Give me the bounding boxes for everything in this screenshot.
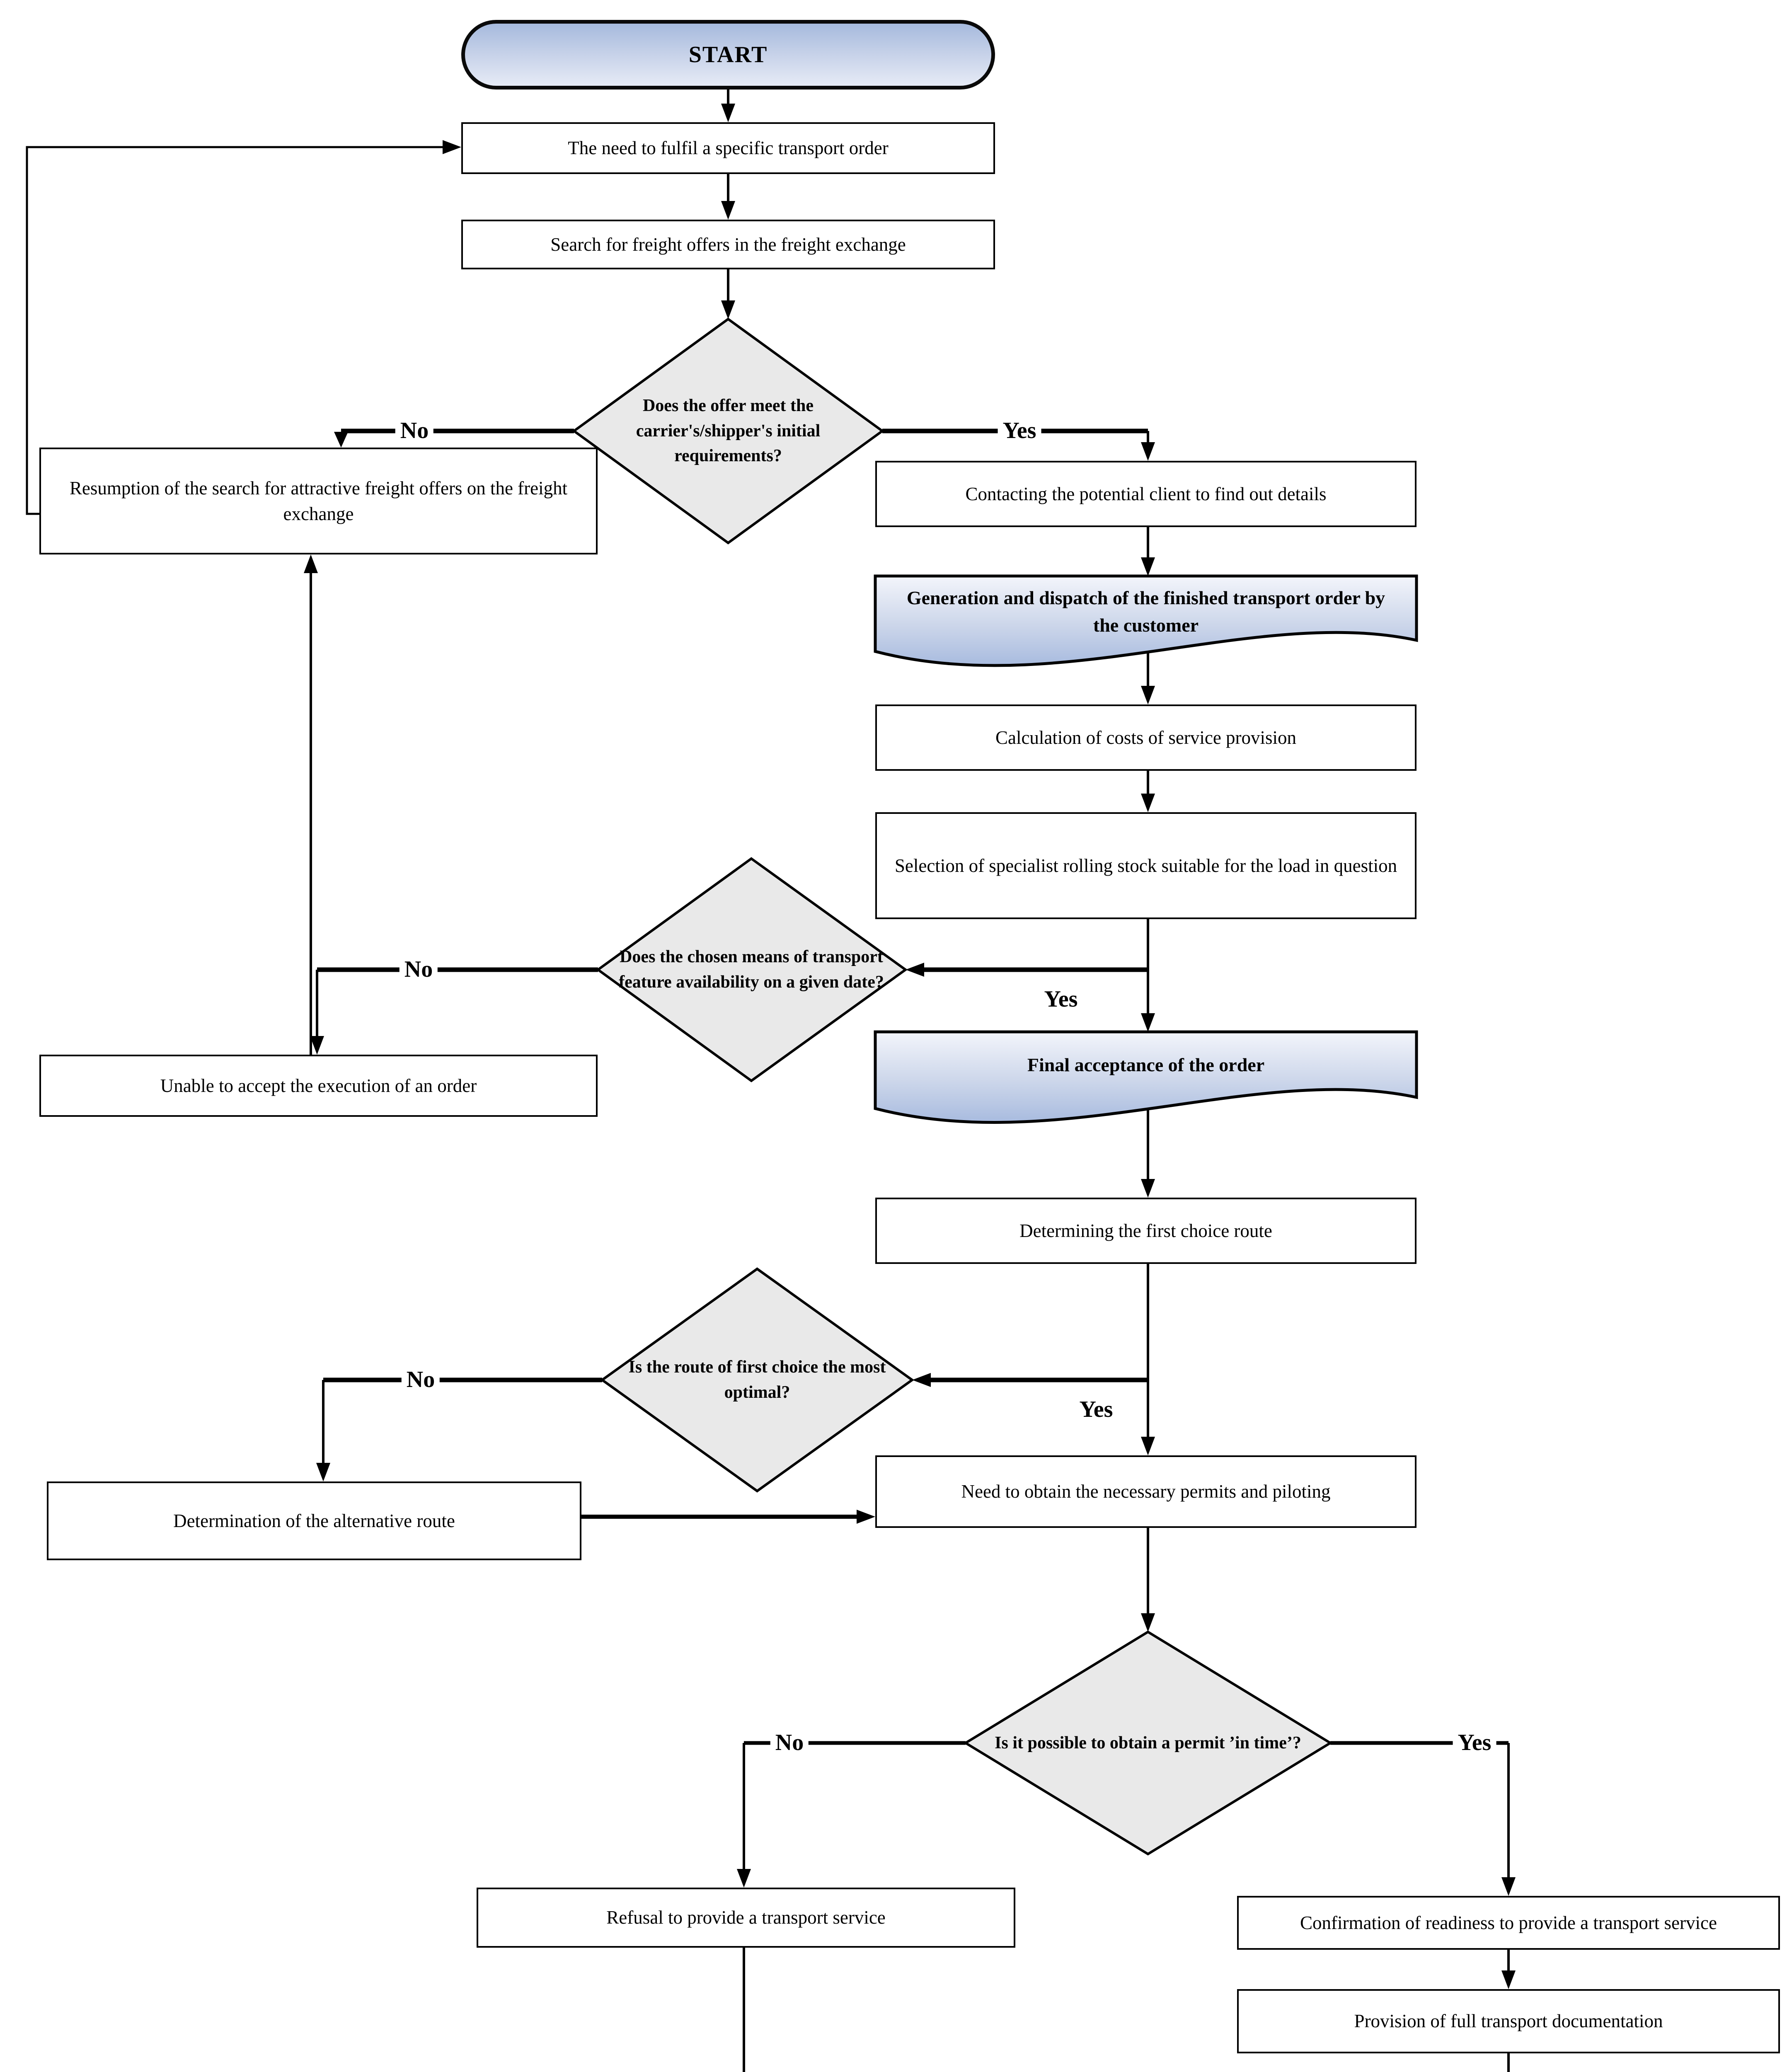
process-refusal-service: Refusal to provide a transport service xyxy=(477,1888,1015,1948)
document-generation-dispatch-shape xyxy=(874,574,1418,667)
process-search-freight-offers: Search for freight offers in the freight… xyxy=(461,220,995,269)
edge-label-d3-yes: Yes xyxy=(1079,1397,1113,1423)
document-final-acceptance-shape xyxy=(874,1030,1418,1124)
edge-label-d4-yes: Yes xyxy=(1453,1730,1496,1756)
decision-route-optimal-text: Is the route of first choice the most op… xyxy=(628,1358,886,1402)
edge-label-d3-no: No xyxy=(401,1367,440,1393)
decision-route-optimal-shape xyxy=(600,1267,915,1493)
process-contacting-client: Contacting the potential client to find … xyxy=(875,461,1417,527)
process-provision-documentation: Provision of full transport documentatio… xyxy=(1237,1989,1780,2053)
edge-label-d2-yes: Yes xyxy=(1044,986,1078,1012)
process-resumption-search: Resumption of the search for attractive … xyxy=(39,448,598,554)
document-final-acceptance-text: Final acceptance of the order xyxy=(1027,1054,1265,1076)
arrowheads xyxy=(304,104,1516,1989)
process-selection-rolling-stock: Selection of specialist rolling stock su… xyxy=(875,812,1417,919)
decision-transport-availability-text: Does the chosen means of transport featu… xyxy=(619,947,884,992)
process-determining-first-route: Determining the first choice route xyxy=(875,1198,1417,1264)
process-obtain-permits: Need to obtain the necessary permits and… xyxy=(875,1455,1417,1528)
document-generation-dispatch-text: Generation and dispatch of the finished … xyxy=(906,587,1385,636)
connector-lines xyxy=(26,90,1510,2072)
process-calculation-costs: Calculation of costs of service provisio… xyxy=(875,704,1417,771)
edge-label-d1-yes: Yes xyxy=(998,418,1041,444)
process-confirmation-readiness: Confirmation of readiness to provide a t… xyxy=(1237,1896,1780,1950)
process-need-transport-order: The need to fulfil a specific transport … xyxy=(461,122,995,174)
edge-label-d4-no: No xyxy=(770,1730,809,1756)
decision-transport-availability-shape xyxy=(596,857,908,1082)
decision-permit-in-time-shape xyxy=(963,1630,1333,1856)
edge-label-d2-no: No xyxy=(399,957,438,983)
edge-label-d1-no: No xyxy=(395,418,434,444)
process-alternative-route: Determination of the alternative route xyxy=(47,1481,581,1560)
terminator-start: START xyxy=(461,20,995,90)
decision-offer-meets-requirements-text: Does the offer meet the carrier's/shippe… xyxy=(636,396,821,466)
decision-offer-meets-requirements-shape xyxy=(571,317,885,545)
process-unable-to-accept: Unable to accept the execution of an ord… xyxy=(39,1055,598,1117)
decision-permit-in-time-text: Is it possible to obtain a permit ’in ti… xyxy=(995,1733,1301,1752)
